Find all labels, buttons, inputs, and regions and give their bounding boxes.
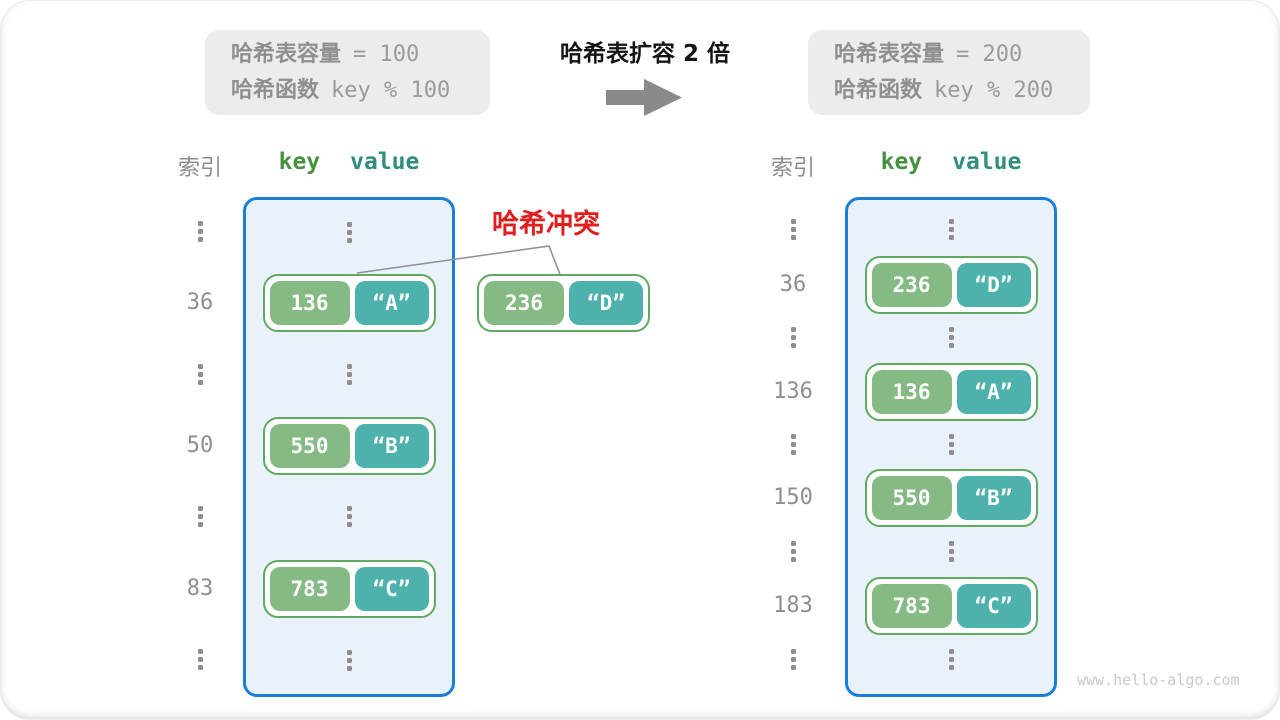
- value-cell: “D”: [569, 281, 643, 325]
- hash-table-new: 236 “D” 136 “A” 550 “B” 783 “C”: [845, 197, 1057, 697]
- colliding-kv-pair: 236 “D”: [477, 274, 650, 332]
- kv-pair: 783 “C”: [864, 577, 1038, 635]
- value-header: value: [952, 149, 1022, 175]
- index-value: 83: [186, 576, 214, 601]
- ellipsis-dots: [758, 219, 828, 240]
- value-cell: “C”: [354, 567, 429, 611]
- hash-function-label: 哈希函数: [231, 78, 320, 103]
- hash-table-old: 136 “A” 550 “B” 783 “C”: [243, 197, 455, 697]
- ellipsis-dots: [848, 219, 1054, 240]
- capacity-label: 哈希表容量: [834, 42, 945, 67]
- value-cell: “B”: [354, 424, 429, 468]
- kv-pair: 550 “B”: [864, 469, 1038, 527]
- kv-header-left: key value: [243, 149, 455, 175]
- key-header: key: [278, 149, 321, 175]
- value-cell: “D”: [956, 263, 1031, 307]
- ellipsis-dots: [246, 506, 452, 527]
- ellipsis-dots: [165, 649, 235, 670]
- bucket-row: 550 “B”: [848, 469, 1054, 527]
- index-value: 36: [186, 290, 214, 315]
- expand-title: 哈希表扩容 2 倍: [559, 41, 731, 67]
- ellipsis-dots: [848, 649, 1054, 670]
- ellipsis-dots: [165, 506, 235, 527]
- legend-line-function: 哈希函数 key % 200: [834, 73, 1090, 109]
- kv-pair: 236 “D”: [864, 256, 1038, 314]
- kv-pair: 783 “C”: [262, 560, 436, 618]
- kv-pair: 550 “B”: [262, 417, 436, 475]
- ellipsis-dots: [758, 541, 828, 562]
- index-value: 150: [773, 485, 813, 510]
- collision-label: 哈希冲突: [492, 209, 600, 240]
- key-cell: 783: [871, 584, 952, 628]
- ellipsis-dots: [848, 327, 1054, 348]
- ellipsis-dots: [758, 327, 828, 348]
- legend-line-function: 哈希函数 key % 100: [231, 73, 490, 109]
- bucket-row: 550 “B”: [246, 417, 452, 475]
- index-value: 36: [779, 272, 807, 297]
- hash-function-value: key % 200: [934, 78, 1054, 103]
- index-header-right: 索引: [770, 156, 815, 181]
- legend-line-capacity: 哈希表容量 = 200: [834, 37, 1090, 73]
- index-value: 183: [773, 593, 813, 618]
- value-cell: “A”: [354, 281, 429, 325]
- ellipsis-dots: [848, 541, 1054, 562]
- index-value: 136: [773, 379, 813, 404]
- right-arrow-icon: [606, 79, 682, 116]
- kv-pair: 136 “A”: [262, 274, 436, 332]
- kv-pair: 236 “D”: [477, 274, 650, 332]
- capacity-value: = 200: [956, 42, 1023, 67]
- ellipsis-dots: [165, 364, 235, 385]
- key-cell: 783: [269, 567, 350, 611]
- ellipsis-dots: [246, 364, 452, 385]
- legend-old-capacity: 哈希表容量 = 100 哈希函数 key % 100: [205, 30, 490, 115]
- capacity-value: = 100: [353, 42, 420, 67]
- ellipsis-dots: [758, 434, 828, 455]
- index-value: 50: [186, 433, 214, 458]
- ellipsis-dots: [246, 650, 452, 671]
- bucket-row: 236 “D”: [848, 256, 1054, 314]
- key-cell: 550: [871, 476, 952, 520]
- ellipsis-dots: [165, 221, 235, 242]
- bucket-row: 783 “C”: [246, 560, 452, 618]
- key-cell: 236: [871, 263, 952, 307]
- key-cell: 550: [269, 424, 350, 468]
- hash-function-label: 哈希函数: [834, 78, 923, 103]
- legend-new-capacity: 哈希表容量 = 200 哈希函数 key % 200: [808, 30, 1090, 115]
- value-cell: “A”: [956, 370, 1031, 414]
- ellipsis-dots: [758, 649, 828, 670]
- value-cell: “B”: [956, 476, 1031, 520]
- value-cell: “C”: [956, 584, 1031, 628]
- value-header: value: [350, 149, 420, 175]
- key-header: key: [880, 149, 923, 175]
- bucket-row: 136 “A”: [246, 274, 452, 332]
- ellipsis-dots: [848, 434, 1054, 455]
- bucket-row: 136 “A”: [848, 363, 1054, 421]
- key-cell: 236: [484, 281, 564, 325]
- key-cell: 136: [871, 370, 952, 414]
- key-cell: 136: [269, 281, 350, 325]
- hash-function-value: key % 100: [331, 78, 451, 103]
- capacity-label: 哈希表容量: [231, 42, 342, 67]
- legend-line-capacity: 哈希表容量 = 100: [231, 37, 490, 73]
- watermark: www.hello-algo.com: [1077, 671, 1240, 689]
- kv-pair: 136 “A”: [864, 363, 1038, 421]
- ellipsis-dots: [246, 222, 452, 243]
- kv-header-right: key value: [845, 149, 1057, 175]
- index-header-left: 索引: [177, 156, 222, 181]
- bucket-row: 783 “C”: [848, 577, 1054, 635]
